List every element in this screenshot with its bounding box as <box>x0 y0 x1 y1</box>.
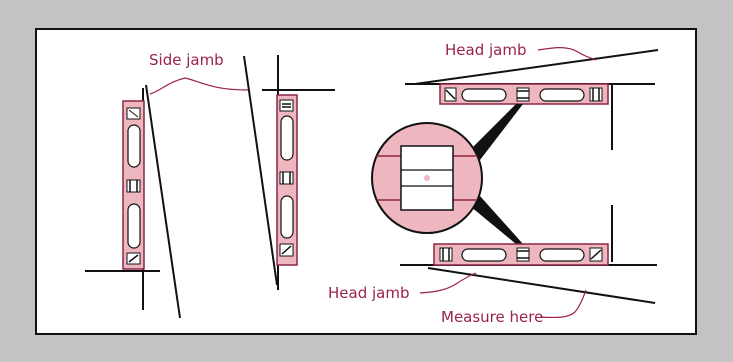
side-jamb-label: Side jamb <box>149 51 224 69</box>
level-horizontal-top <box>439 83 609 105</box>
magnified-bubble <box>424 175 430 181</box>
side-jamb-line-left-b <box>145 84 181 319</box>
head-jamb-bottom-leader <box>419 272 477 294</box>
side-jamb-line-right-a <box>243 55 278 286</box>
measure-here-leader <box>539 289 587 319</box>
side-jamb-leader <box>149 77 249 95</box>
diagram-panel <box>35 28 697 335</box>
head-jamb-top-assembly: Head jamb <box>405 41 659 150</box>
magnifier-cone-bottom <box>470 196 523 244</box>
level-horizontal-bottom <box>433 243 609 266</box>
level-vertical-left <box>122 100 145 270</box>
level-vertical-center <box>276 94 298 266</box>
side-jamb-left-assembly <box>85 84 181 319</box>
magnifier <box>371 104 523 244</box>
head-jamb-bottom-label: Head jamb <box>328 284 409 302</box>
head-jamb-bottom-assembly: Head jamb Measure here <box>328 205 657 326</box>
side-jamb-right-assembly <box>243 55 335 290</box>
measure-here-label: Measure here <box>441 308 543 326</box>
head-jamb-top-label: Head jamb <box>445 41 526 59</box>
side-jamb-callout: Side jamb <box>149 51 249 95</box>
magnifier-cone-top <box>470 104 523 160</box>
head-jamb-top-slope <box>414 49 659 85</box>
head-jamb-bottom-slope <box>427 267 656 304</box>
head-jamb-top-leader <box>537 47 597 61</box>
